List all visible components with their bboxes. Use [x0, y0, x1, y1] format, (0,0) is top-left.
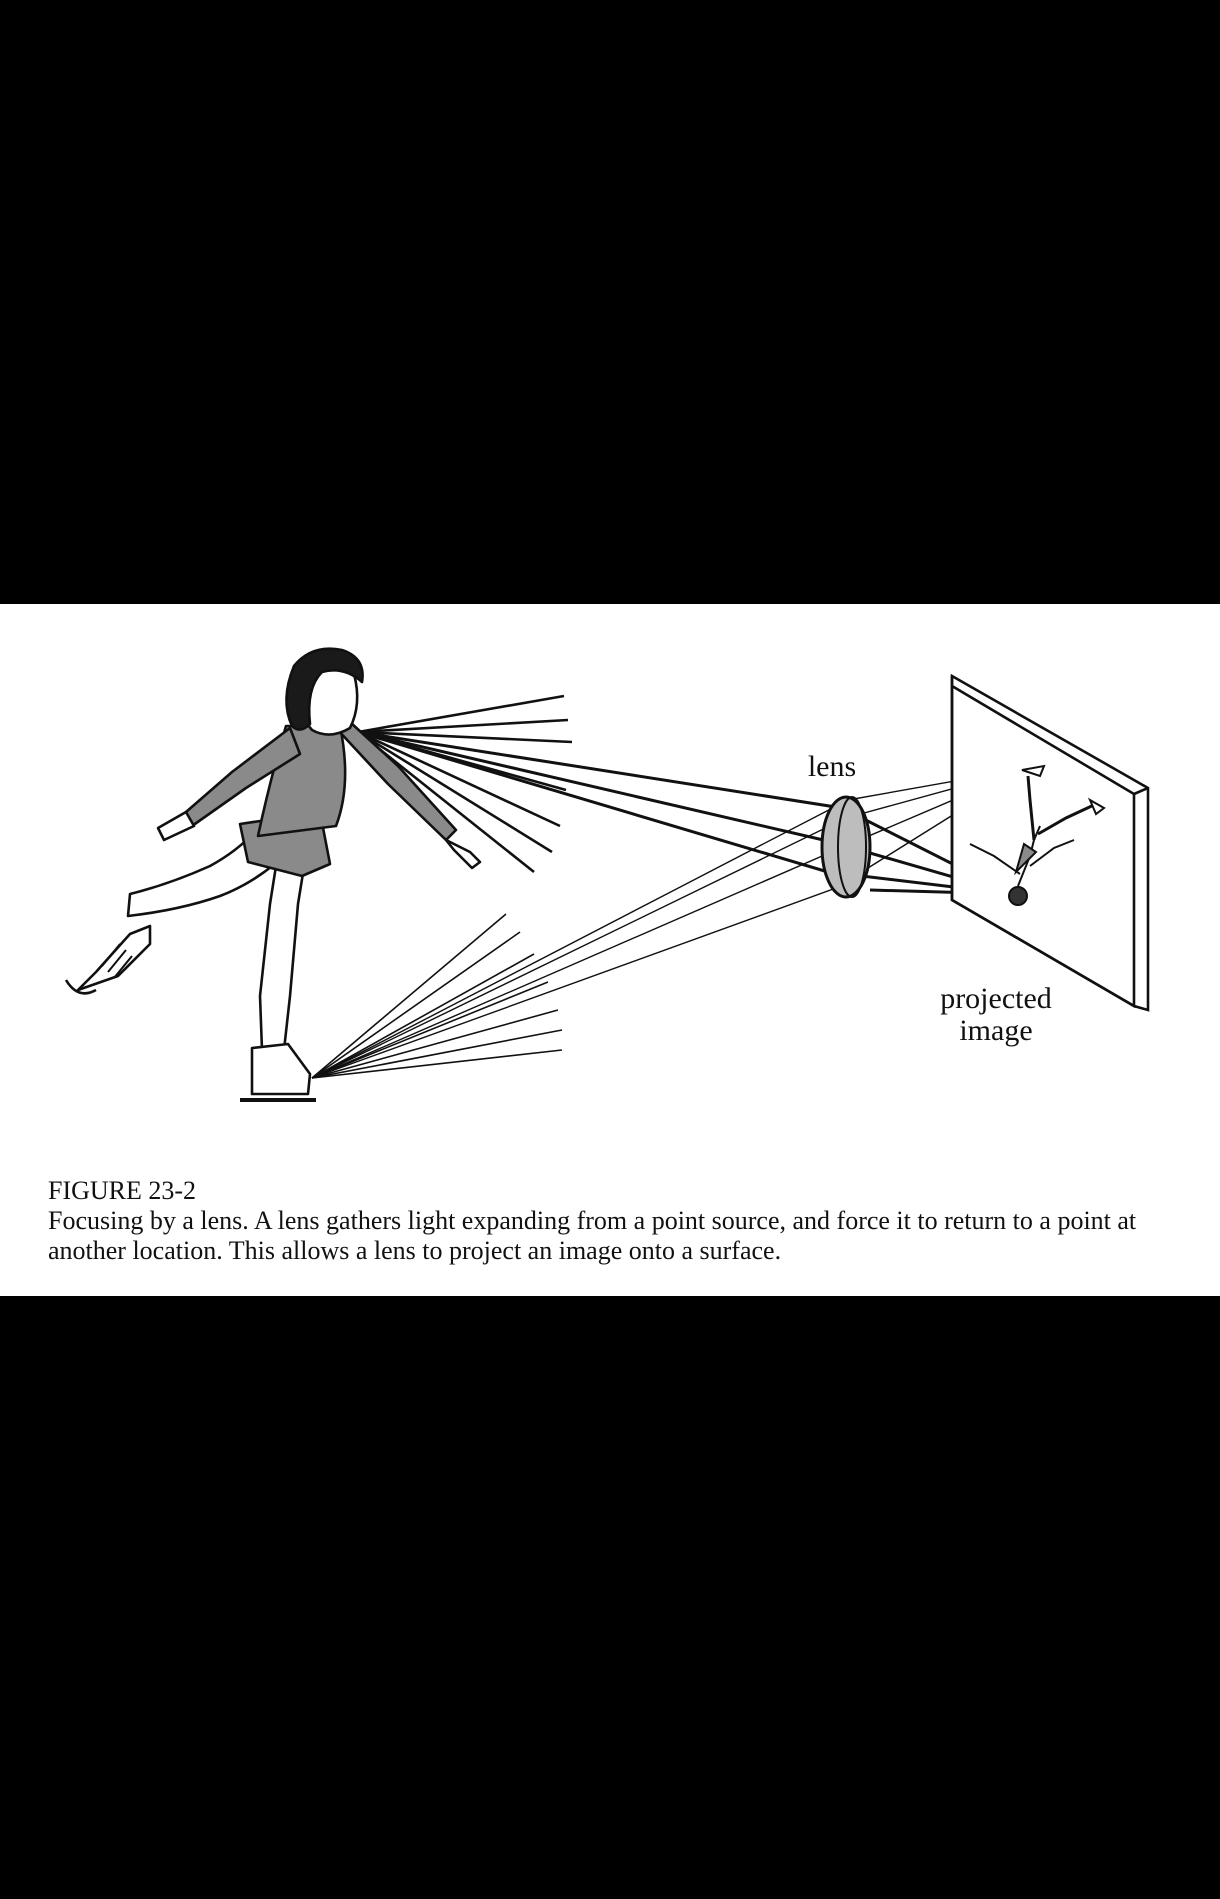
lens-label: lens — [808, 750, 856, 783]
projected-label-line1: projected — [940, 982, 1052, 1015]
projected-skater-icon — [969, 764, 1106, 906]
head-rays-focused — [357, 730, 1013, 896]
lens-diagram: lens projected image — [64, 647, 1150, 1102]
figure-caption-text: Focusing by a lens. A lens gathers light… — [48, 1206, 1137, 1265]
projected-label-line2: image — [959, 1014, 1032, 1047]
projection-screen — [950, 673, 1150, 1012]
foot-ray-fan — [311, 913, 563, 1079]
skater-figure-icon — [64, 647, 482, 1102]
figure-caption: FIGURE 23-2 Focusing by a lens. A lens g… — [48, 1176, 1188, 1266]
figure-panel: lens projected image FIGURE 23-2 Focusin… — [0, 604, 1220, 1296]
figure-number: FIGURE 23-2 — [48, 1176, 197, 1205]
lens-icon — [820, 795, 872, 899]
